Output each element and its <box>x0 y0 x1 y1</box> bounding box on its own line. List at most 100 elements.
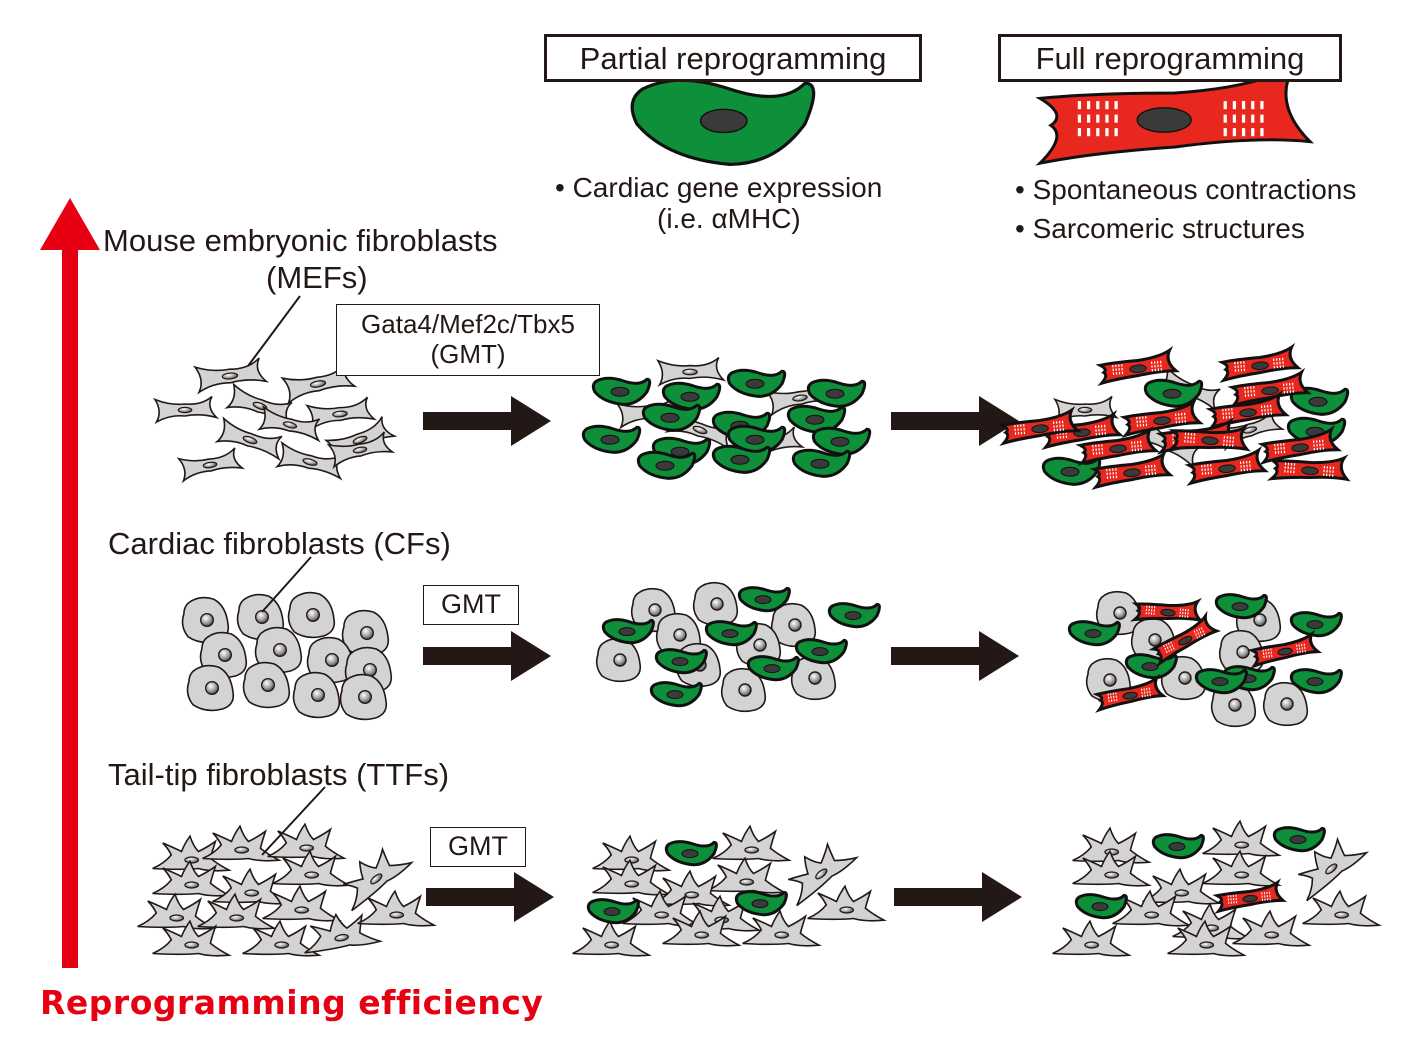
partial-cardiomyocyte <box>786 404 847 434</box>
partial-cardiomyocyte <box>636 450 697 480</box>
partial-cardiomyocyte <box>734 890 788 917</box>
ttf-fibroblast <box>197 892 277 930</box>
partial-cardiomyocyte <box>1289 668 1343 695</box>
partial-cardiomyocyte <box>649 681 703 708</box>
ttf-fibroblast <box>272 849 352 887</box>
process-arrow-mefs-2 <box>891 396 1019 446</box>
ttf-fibroblast <box>1232 909 1312 947</box>
mef-fibroblast <box>274 440 343 481</box>
ttf-fibroblast <box>152 919 232 957</box>
mef-fibroblast <box>326 431 396 470</box>
mef-fibroblast <box>176 447 246 484</box>
ttf-fibroblast <box>137 892 217 930</box>
full-cardiomyocyte <box>1212 878 1288 915</box>
partial-cardiomyocyte <box>1214 593 1268 620</box>
cf-fibroblast <box>306 636 355 684</box>
factor-line-2: (GMT) <box>430 339 506 369</box>
mef-fibroblast <box>656 356 727 387</box>
reprogramming-efficiency-label: Reprogramming efficiency <box>40 983 544 1022</box>
cf-fibroblast <box>181 596 230 644</box>
ttf-fibroblast <box>202 824 282 862</box>
ttf-fibroblast <box>152 859 232 897</box>
ttf-fibroblast <box>262 884 342 922</box>
full-cardiomyocyte <box>1205 389 1291 431</box>
partial-cardiomyocyte <box>704 620 758 647</box>
gmt-factor-box-mefs: Gata4/Mef2c/Tbx5 (GMT) <box>336 304 600 376</box>
ttf-fibroblast <box>1142 867 1222 905</box>
partial-reprogramming-title: Partial reprogramming <box>544 34 922 82</box>
full-cardiomyocyte <box>1247 629 1323 669</box>
partial-cardiomyocyte <box>711 444 772 474</box>
full-cardiomyocyte <box>1095 345 1181 387</box>
partial-cardiomyocyte <box>1194 668 1248 695</box>
full-cardiomyocyte <box>1227 367 1313 409</box>
partial-feature-1: • Cardiac gene expression <box>555 172 883 203</box>
ttf-fibroblast <box>1298 836 1370 902</box>
process-arrow-ttfs-2 <box>894 872 1022 922</box>
ttf-fibroblast <box>1202 819 1282 857</box>
factor-line-1: GMT <box>441 589 501 620</box>
full-cardiomyocyte <box>1148 610 1222 668</box>
partial-cardiomyocyte <box>791 448 852 478</box>
ttf-fibroblast <box>357 889 437 927</box>
factor-line-1: GMT <box>448 831 508 862</box>
mef-fibroblast <box>214 416 283 462</box>
partial-cardiomyocyte-icon <box>630 78 816 166</box>
full-cardiomyocyte <box>1266 454 1351 482</box>
efficiency-up-arrow-icon <box>40 198 100 968</box>
gmt-factor-box-cfs: GMT <box>423 585 519 625</box>
cf-fibroblast <box>339 673 388 721</box>
partial-cardiomyocyte <box>661 381 722 411</box>
partial-cardiomyocyte <box>601 618 655 645</box>
ttf-fibroblast <box>267 822 347 860</box>
partial-cardiomyocyte <box>1067 620 1121 647</box>
full-cardiomyocyte <box>1166 424 1251 452</box>
full-cardiomyocyte <box>1089 449 1175 491</box>
process-arrow-cfs-2 <box>891 631 1019 681</box>
ttf-fibroblast <box>242 919 322 957</box>
full-cardiomyocyte <box>1184 445 1270 487</box>
partial-cardiomyocyte <box>746 655 800 682</box>
partial-cardiomyocyte <box>641 402 702 432</box>
partial-cardiomyocyte <box>737 586 791 613</box>
ttf-fibroblast <box>1052 919 1132 957</box>
gmt-factor-box-ttfs: GMT <box>430 827 526 867</box>
full-feature-2: • Sarcomeric structures <box>1015 213 1305 244</box>
ttf-fibroblast <box>343 846 415 912</box>
cf-fibroblast <box>692 581 739 627</box>
full-cardiomyocyte <box>1119 397 1205 439</box>
factor-line-1: Gata4/Mef2c/Tbx5 <box>361 309 575 340</box>
mef-fibroblast <box>153 395 220 425</box>
partial-cardiomyocyte <box>1289 611 1343 638</box>
full-cardiomyocyte <box>1217 342 1303 384</box>
partial-feature-2: (i.e. αMHC) <box>657 203 801 234</box>
ttf-fibroblast <box>1167 919 1247 957</box>
full-cardiomyocyte <box>1092 673 1168 713</box>
ttf-fibroblast <box>742 909 822 947</box>
row-ttfs-label: Tail-tip fibroblasts (TTFs) <box>108 757 450 792</box>
partial-cardiomyocyte <box>591 376 652 406</box>
cf-fibroblast <box>595 637 642 683</box>
ttf-fibroblast <box>712 824 792 862</box>
full-feature-1: • Spontaneous contractions <box>1015 174 1357 205</box>
ttf-fibroblast <box>212 867 292 905</box>
ttf-fibroblast <box>572 919 652 957</box>
cf-fibroblast <box>1218 629 1265 675</box>
partial-cardiomyocyte <box>1151 833 1205 860</box>
row-mefs-abbrev: (MEFs) <box>266 260 368 295</box>
mef-fibroblast <box>305 396 377 432</box>
full-cardiomyocyte <box>1257 424 1343 466</box>
full-cardiomyocyte-icon <box>1035 62 1314 166</box>
partial-cardiomyocyte <box>1272 826 1326 853</box>
partial-cardiomyocyte <box>1289 386 1350 416</box>
cf-fibroblast <box>1210 682 1257 728</box>
cf-fibroblast <box>287 591 336 639</box>
partial-cardiomyocyte <box>726 424 787 454</box>
ttf-fibroblast <box>807 884 887 922</box>
partial-cardiomyocyte <box>1143 378 1204 408</box>
cfs-leader-line <box>261 556 312 613</box>
row-mefs-label: Mouse embryonic fibroblasts <box>103 223 498 258</box>
mef-fibroblast <box>256 404 321 443</box>
cf-fibroblast <box>254 626 303 674</box>
